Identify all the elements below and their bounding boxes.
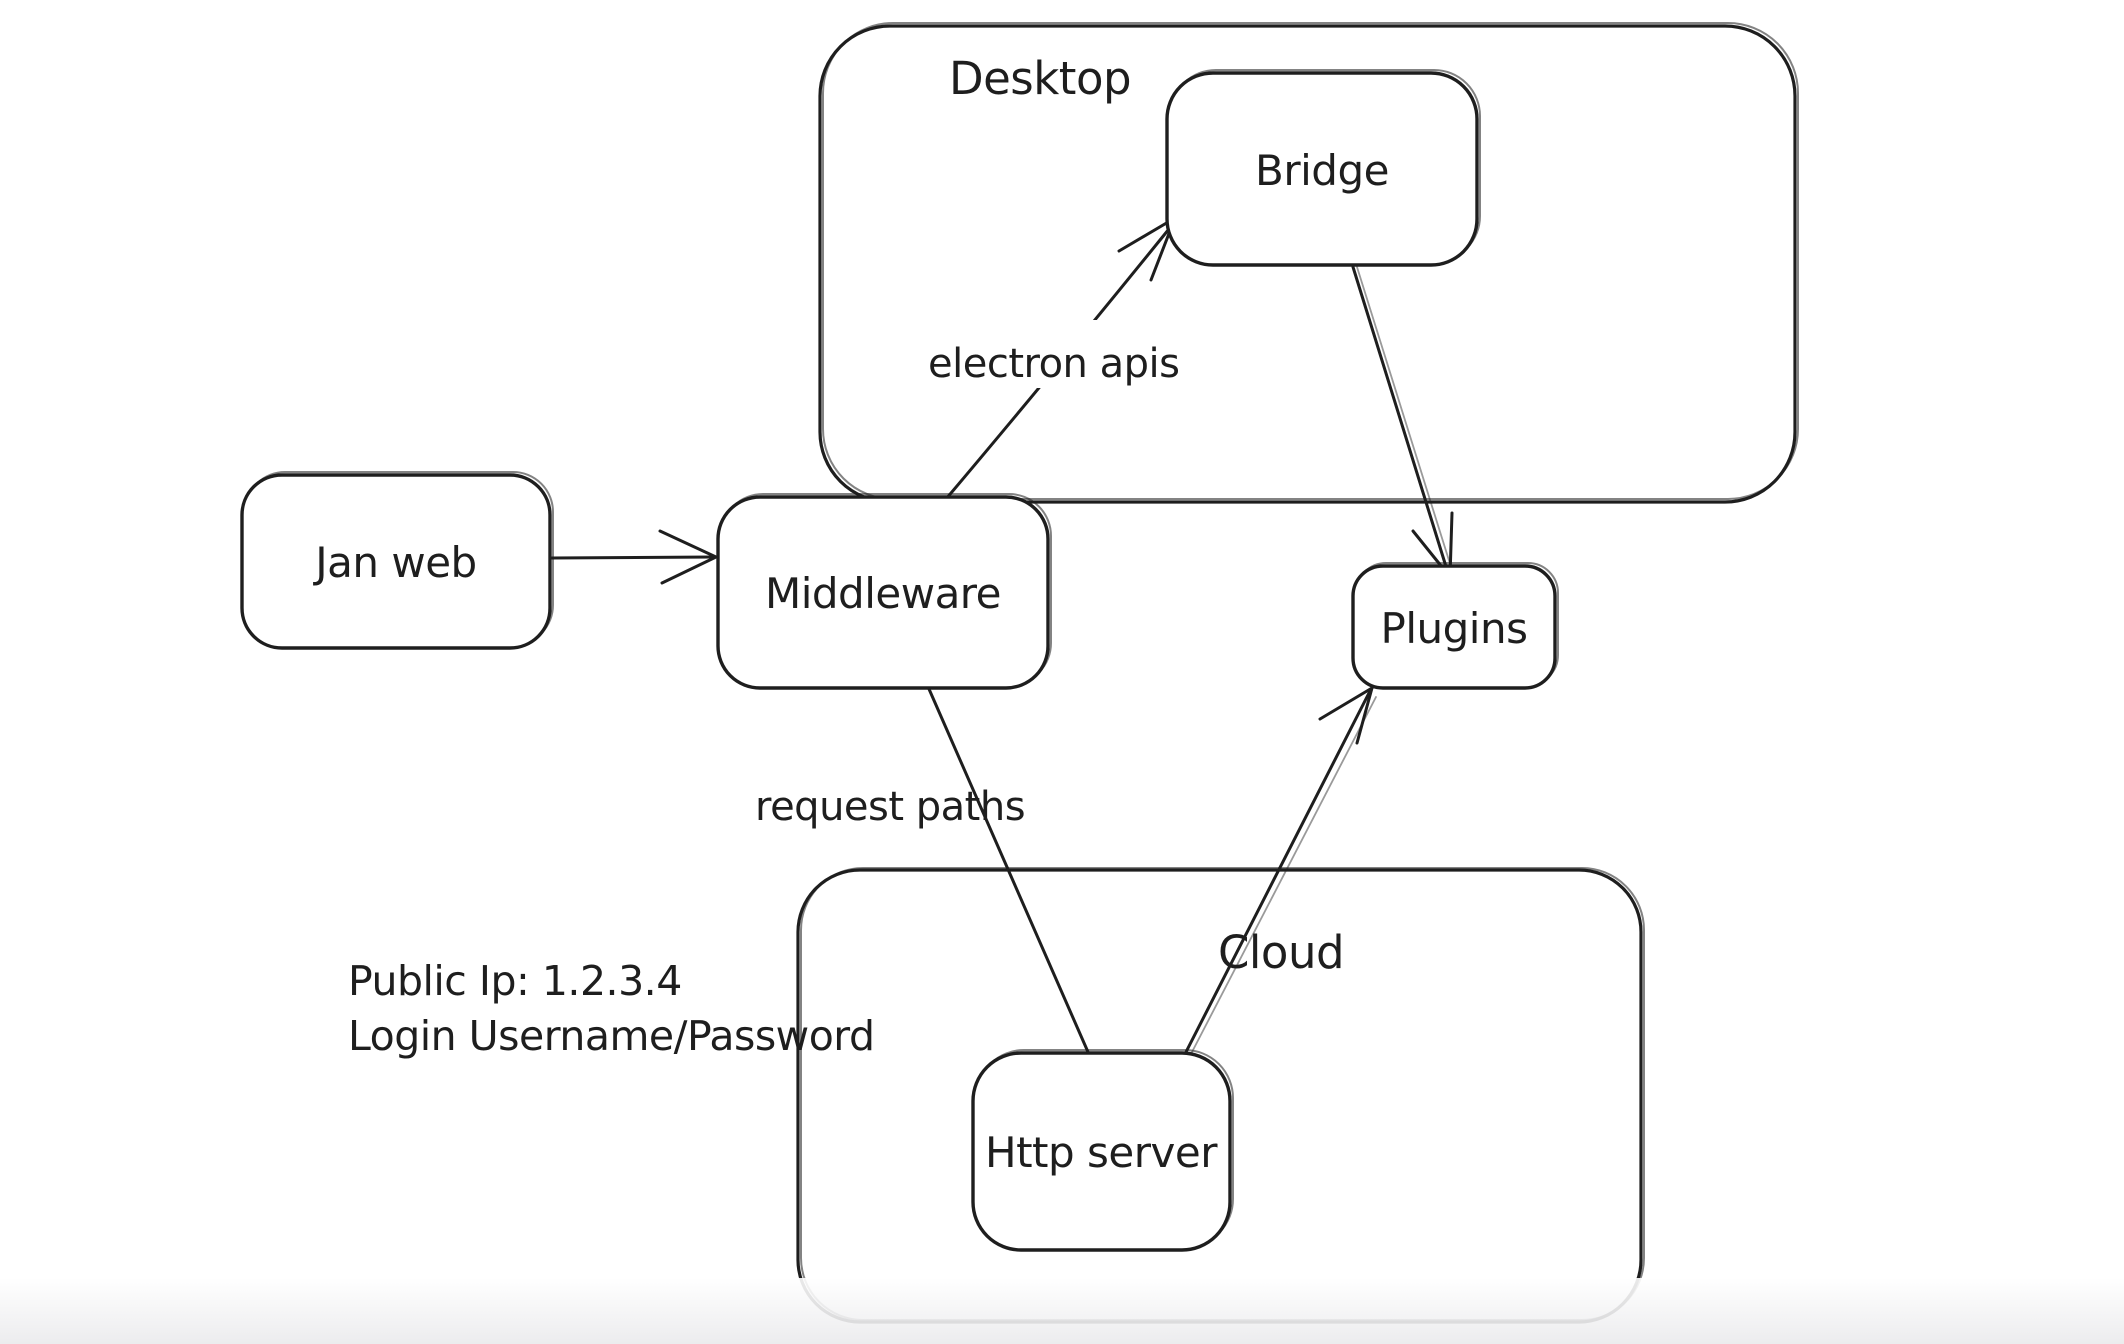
edge-http-server-to-plugins[interactable] xyxy=(1184,686,1377,1054)
edge-http-server-to-plugins-arrowhead-wing2[interactable] xyxy=(1355,686,1374,745)
edge-middleware-to-http-server-shaft[interactable] xyxy=(927,687,1090,1054)
edge-http-server-to-plugins-echo xyxy=(1191,696,1377,1053)
node-plugins-box[interactable] xyxy=(1351,564,1557,690)
edge-jan-web-to-middleware-arrowhead[interactable] xyxy=(658,529,718,585)
cloud-zone-label[interactable]: Cloud xyxy=(1218,926,1345,979)
edge-jan-web-to-middleware[interactable] xyxy=(550,529,718,585)
node-http-server-box[interactable] xyxy=(971,1051,1232,1252)
electron-apis-label-mask xyxy=(914,320,1190,388)
node-plugins-label[interactable]: Plugins xyxy=(1381,604,1528,653)
node-jan-web[interactable]: Jan web xyxy=(240,471,554,650)
node-jan-web-box[interactable] xyxy=(240,473,552,650)
desktop-container-echo xyxy=(822,22,1799,500)
edge-jan-web-to-middleware-shaft[interactable] xyxy=(550,555,716,560)
edge-label-request-paths[interactable]: request paths xyxy=(755,784,1026,830)
note-login[interactable]: Login Username/Password xyxy=(348,1012,875,1060)
node-middleware-box[interactable] xyxy=(716,495,1050,690)
desktop-container[interactable] xyxy=(818,22,1799,504)
bottom-fade-strip xyxy=(0,1278,2124,1344)
edge-middleware-to-http-server[interactable] xyxy=(927,687,1090,1054)
edge-bridge-to-plugins-shaft[interactable] xyxy=(1351,265,1450,575)
node-bridge-box[interactable] xyxy=(1165,71,1479,267)
credentials-note[interactable]: Public Ip: 1.2.3.4 Login Username/Passwo… xyxy=(348,957,875,1060)
edge-label-electron-apis[interactable]: electron apis xyxy=(928,341,1180,387)
node-bridge-label[interactable]: Bridge xyxy=(1255,146,1389,195)
node-http-server[interactable]: Http server xyxy=(971,1049,1234,1252)
edge-http-server-to-plugins-shaft[interactable] xyxy=(1184,689,1372,1054)
edge-bridge-to-plugins-echo xyxy=(1356,266,1453,571)
node-plugins[interactable]: Plugins xyxy=(1351,562,1559,690)
node-middleware-label[interactable]: Middleware xyxy=(765,569,1002,618)
node-bridge[interactable]: Bridge xyxy=(1165,69,1481,267)
node-http-server-label[interactable]: Http server xyxy=(985,1128,1219,1177)
note-public-ip[interactable]: Public Ip: 1.2.3.4 xyxy=(348,957,682,1005)
desktop-zone-label[interactable]: Desktop xyxy=(949,52,1132,105)
node-jan-web-label[interactable]: Jan web xyxy=(312,538,477,587)
node-middleware[interactable]: Middleware xyxy=(716,493,1052,690)
desktop-container-outline[interactable] xyxy=(818,24,1797,504)
edge-http-server-to-plugins-arrowhead-wing1[interactable] xyxy=(1318,686,1374,721)
